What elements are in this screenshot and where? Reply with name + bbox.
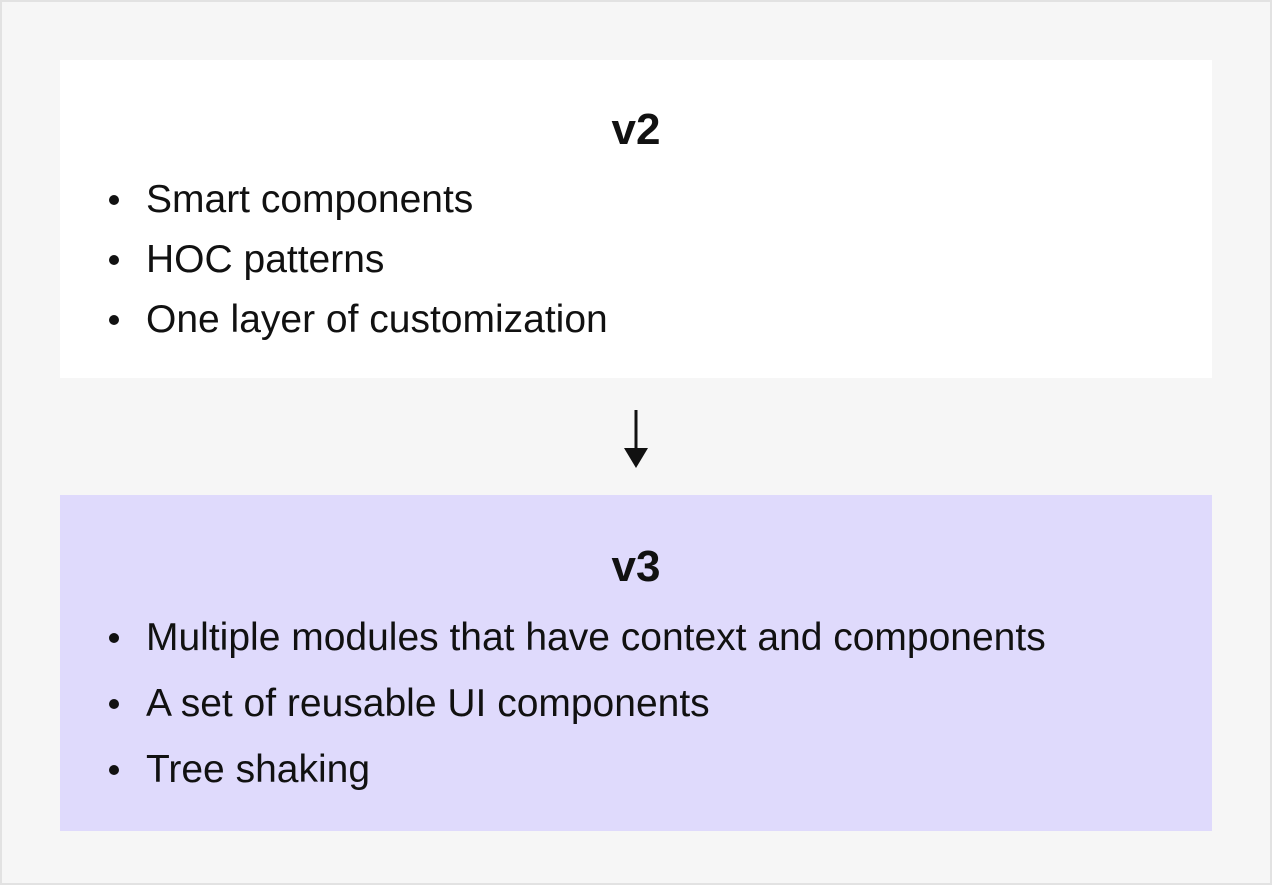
v3-title: v3 (611, 542, 661, 591)
bullet-icon (109, 195, 119, 205)
list-item-label: One layer of customization (146, 298, 608, 341)
list-item-label: Smart components (146, 178, 474, 221)
v2-box: v2 Smart components HOC patterns One lay… (60, 60, 1212, 378)
bullet-icon (109, 255, 119, 265)
list-item-label: A set of reusable UI components (146, 682, 710, 725)
v2-list: Smart components HOC patterns One layer … (106, 177, 608, 357)
list-item: Multiple modules that have context and c… (106, 615, 1046, 681)
list-item-label: HOC patterns (146, 238, 385, 281)
arrow-down-icon (624, 410, 648, 468)
list-item-label: Tree shaking (146, 748, 371, 791)
list-item: Smart components (106, 177, 608, 237)
bullet-icon (109, 315, 119, 325)
list-item: Tree shaking (106, 747, 1046, 813)
bullet-icon (109, 699, 119, 709)
list-item: HOC patterns (106, 237, 608, 297)
v2-title: v2 (611, 105, 661, 154)
list-item-label: Multiple modules that have context and c… (146, 616, 1046, 659)
list-item: One layer of customization (106, 297, 608, 357)
v3-box: v3 Multiple modules that have context an… (60, 495, 1212, 831)
v3-list: Multiple modules that have context and c… (106, 615, 1046, 813)
bullet-icon (109, 633, 119, 643)
list-item: A set of reusable UI components (106, 681, 1046, 747)
bullet-icon (109, 765, 119, 775)
